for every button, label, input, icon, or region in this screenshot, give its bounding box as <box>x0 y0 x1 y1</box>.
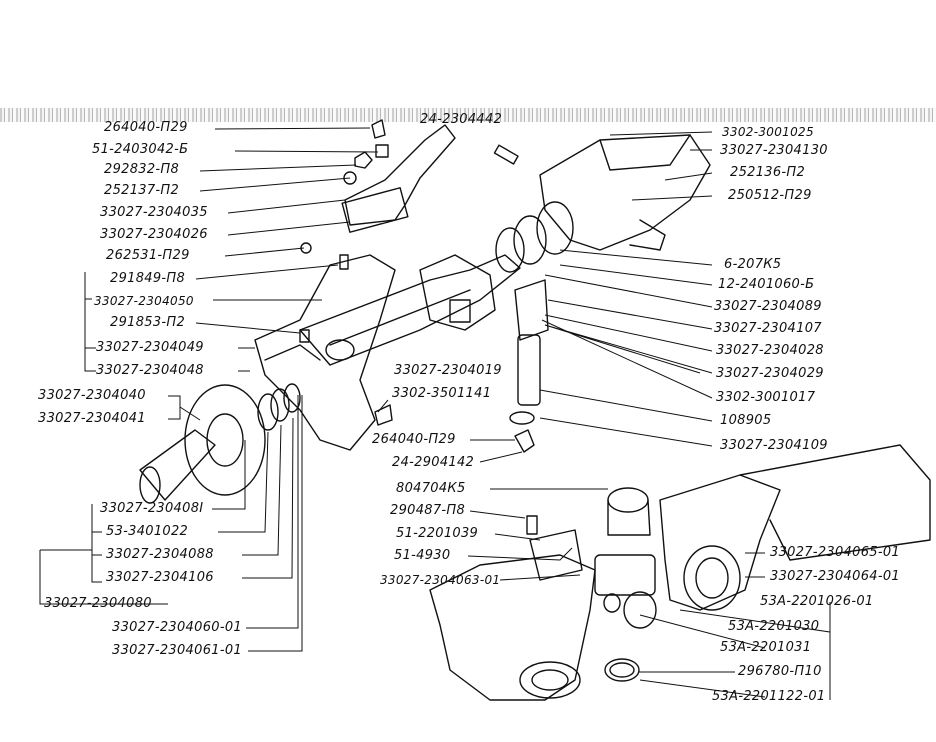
bearing <box>495 227 525 273</box>
label-33027-2304109: 33027-2304109 <box>720 438 828 453</box>
label-53a-2201030: 53А-2201030 <box>728 619 820 634</box>
label-33027-2304048: 33027-2304048 <box>96 363 204 378</box>
label-24-2904142: 24-2904142 <box>392 455 475 470</box>
label-33027-2304060-01: 33027-2304060-01 <box>112 620 242 635</box>
label-252137-p2: 252137-П2 <box>104 183 180 198</box>
label-33027-2304050: 33027-2304050 <box>94 294 194 308</box>
leader-lines <box>39 127 831 700</box>
label-53a-2201026-01: 53А-2201026-01 <box>760 594 874 609</box>
label-264040-p29-center: 264040-П29 <box>372 432 456 447</box>
label-33027-2304106: 33027-2304106 <box>106 570 214 585</box>
label-33027-2304029: 33027-2304029 <box>716 366 824 381</box>
label-33027-2304081: 33027-230408I <box>100 501 204 516</box>
label-53a-2201031: 53А-2201031 <box>720 640 812 655</box>
label-3302-3001025: 3302-3001025 <box>722 125 814 139</box>
snap-ring <box>604 658 640 682</box>
label-3302-3501141: 3302-3501141 <box>392 386 492 401</box>
label-291853-p2: 291853-П2 <box>110 315 186 330</box>
label-12-2401060-b: 12-2401060-Б <box>718 277 815 292</box>
cap-bolt <box>607 487 649 513</box>
label-33027-2304080: 33027-2304080 <box>44 596 152 611</box>
label-33027-2304061-01: 33027-2304061-01 <box>112 643 242 658</box>
cardan-joint <box>419 254 496 331</box>
label-33027-2304019: 33027-2304019 <box>394 363 502 378</box>
label-33027-2304107: 33027-2304107 <box>714 321 822 336</box>
label-33027-2304028: 33027-2304028 <box>716 343 824 358</box>
label-6-207k5: 6-207К5 <box>724 257 782 272</box>
label-53-3401022: 53-3401022 <box>106 524 189 539</box>
label-51-2403042-b: 51-2403042-Б <box>92 142 189 157</box>
steering-knuckle <box>254 254 396 451</box>
label-3302-3001017: 3302-3001017 <box>716 390 816 405</box>
scan-artifact-band <box>0 108 936 122</box>
label-33027-2304063-01: 33027-2304063-01 <box>380 573 501 587</box>
yoke-fork-lower <box>429 554 596 701</box>
label-53a-2201122-01: 53А-2201122-01 <box>712 689 826 704</box>
label-33027-2304089: 33027-2304089 <box>714 299 822 314</box>
label-291849-p8: 291849-П8 <box>110 271 186 286</box>
label-33027-2304040: 33027-2304040 <box>38 388 146 403</box>
hub-flange <box>184 384 266 496</box>
label-24-2304442: 24-2304442 <box>420 112 503 127</box>
label-252136-p2: 252136-П2 <box>730 165 806 180</box>
label-33027-2304088: 33027-2304088 <box>106 547 214 562</box>
label-33027-2304035: 33027-2304035 <box>100 205 208 220</box>
yoke-fork-upper <box>659 474 781 611</box>
label-250512-p29: 250512-П29 <box>728 188 812 203</box>
label-51-4930: 51-4930 <box>394 548 451 563</box>
seal-ring <box>257 393 279 431</box>
spindle <box>139 429 216 501</box>
label-33027-2304064-01: 33027-2304064-01 <box>770 569 900 584</box>
label-33027-2304065-01: 33027-2304065-01 <box>770 545 900 560</box>
label-264040-p29-top: 264040-П29 <box>104 120 188 135</box>
king-pin <box>517 334 541 406</box>
label-804704k5: 804704К5 <box>396 481 466 496</box>
label-262531-p29: 262531-П29 <box>106 248 190 263</box>
label-290487-p8: 290487-П8 <box>390 503 466 518</box>
pivot-housing <box>539 134 711 251</box>
label-292832-p8: 292832-П8 <box>104 162 180 177</box>
label-51-2201039: 51-2201039 <box>396 526 479 541</box>
label-33027-2304130: 33027-2304130 <box>720 143 828 158</box>
label-33027-2304049: 33027-2304049 <box>96 340 204 355</box>
steering-arm <box>344 124 456 226</box>
label-296780-p10: 296780-П10 <box>738 664 822 679</box>
label-33027-2304026: 33027-2304026 <box>100 227 208 242</box>
label-108905: 108905 <box>720 413 772 428</box>
label-33027-2304041: 33027-2304041 <box>38 411 146 426</box>
axle-housing <box>299 254 521 366</box>
cross-spider <box>594 554 656 596</box>
